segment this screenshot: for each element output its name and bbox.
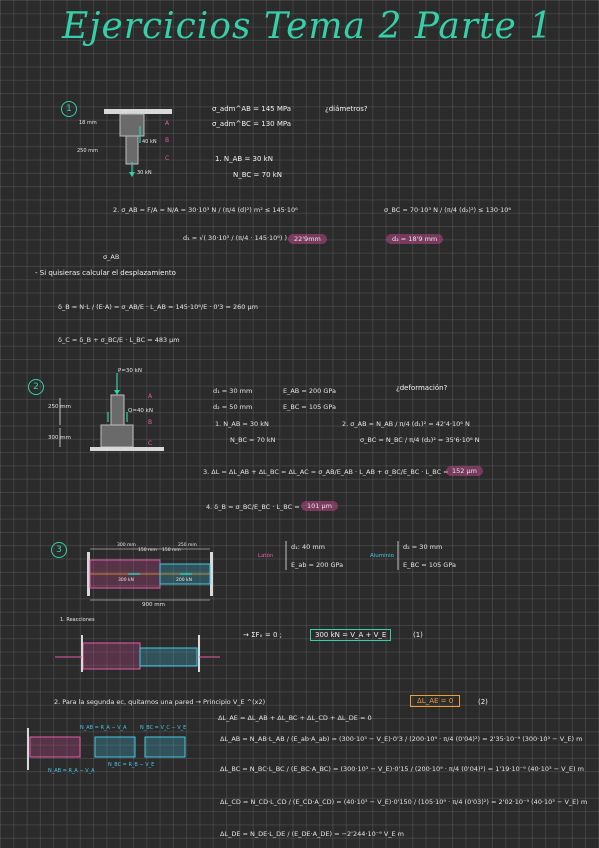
- exercise-2-number: 2: [28, 379, 44, 395]
- ex3-force-2: 200 kN: [176, 578, 192, 583]
- ex3-force-1: 300 kN: [118, 578, 134, 583]
- svg-text:A: A: [165, 120, 170, 127]
- ex3-dim-total: 900 mm: [142, 602, 165, 608]
- ex1-note: - Si quisieras calcular el desplazamient…: [35, 269, 176, 277]
- ex1-question: ¿diámetros?: [325, 105, 368, 113]
- ex3-freebody-3: N_AB = R_A − V_A: [48, 768, 95, 774]
- ex2-question: ¿deformación?: [396, 384, 448, 392]
- ex2-step2-bc: σ_BC = N_BC / π/4 (d₂)² = 35'6·10⁶ N: [360, 436, 480, 444]
- ex3-material-1-label: Latón: [258, 553, 274, 559]
- ex3-dim-d: 250 mm: [178, 543, 197, 548]
- ex1-dim-length: 250 mm: [77, 148, 98, 154]
- ex3-dim-c: 150 mm: [162, 548, 181, 553]
- ex3-deformation-de: ΔL_DE = N_DE·L_DE / (E_DE·A_DE) = −2'244…: [220, 830, 405, 838]
- ex1-step2: 2. σ_AB = F/A = N/A = 30·10³ N / (π/4 (d…: [113, 206, 298, 214]
- ex3-dim-b: 150 mm: [138, 548, 157, 553]
- ex2-step3-result: 152 μm: [446, 466, 483, 476]
- ex3-material-2-d: d₂ = 30 mm: [403, 543, 443, 551]
- ex3-material-1-e: E_ab = 200 GPa: [291, 561, 344, 569]
- ex2-step1-ab: 1. N_AB = 30 kN: [215, 420, 269, 428]
- ex3-equation-2-number: (2): [478, 698, 488, 706]
- ex1-step1-ab: 1. N_AB = 30 kN: [215, 155, 273, 163]
- ex1-step1-bc: N_BC = 70 kN: [233, 171, 283, 179]
- ex3-reactions-heading: 1. Reacciones: [60, 617, 95, 623]
- exercise-3-number: 3: [51, 542, 67, 558]
- ex3-deformation-cd: ΔL_CD = N_CD·L_CD / (E_CD·A_CD) = (40·10…: [220, 798, 588, 806]
- ex1-dim-upper: 18 mm: [79, 120, 97, 126]
- ex2-step1-bc: N_BC = 70 kN: [230, 436, 276, 444]
- svg-text:B: B: [165, 137, 169, 144]
- ex2-step4: 4. δ_B = σ_BC/E_BC · L_BC =: [206, 503, 300, 511]
- ex2-given-eab: E_AB = 200 GPa: [283, 387, 336, 395]
- ex1-d1-formula: d₁ = √( 30·10³ / (π/4 · 145·10⁶) ): [183, 234, 288, 242]
- ex2-force-p: P=30 kN: [118, 368, 142, 374]
- ex1-d1-result: 22'9mm: [288, 234, 327, 244]
- ex2-step3: 3. ΔL = ΔL_AB + ΔL_BC = ΔL_AC = σ_AB/E_A…: [203, 468, 449, 476]
- ex2-given-d2: d₂ = 50 mm: [213, 403, 253, 411]
- ex3-deformation-bc: ΔL_BC = N_BC·L_BC / (E_BC·A_BC) = (300·1…: [220, 765, 584, 773]
- ex3-material-1-d: d₁: 40 mm: [291, 543, 325, 551]
- ex1-delta-c: δ_C = δ_B + σ_BC/E · L_BC = 483 μm: [58, 336, 180, 344]
- ex3-freebody-1: N_AB = R_A − V_A: [80, 725, 127, 731]
- ex2-step2-ab: 2. σ_AB = N_AB / π/4 (d₁)² = 42'4·10⁶ N: [342, 420, 470, 428]
- ex1-given-bc: σ_adm^BC = 130 MPa: [212, 120, 292, 128]
- ex1-force-mid: 40 kN: [142, 139, 157, 145]
- ex2-given-d1: d₁ = 30 mm: [213, 387, 253, 395]
- ex2-step4-result: 101 μm: [301, 501, 338, 511]
- ex1-sigma-label: σ_AB: [103, 253, 120, 261]
- ex3-material-2-e: E_BC = 105 GPa: [403, 561, 456, 569]
- ex3-equilibrium-box: 300 kN = V_A + V_E: [310, 629, 392, 641]
- ex3-equation-1-number: (1): [413, 631, 423, 639]
- ex3-deformation-ab: ΔL_AB = N_AB·L_AB / (E_ab·A_ab) = (300·1…: [220, 735, 583, 743]
- page-title: Ejercicios Tema 2 Parte 1: [62, 6, 554, 47]
- ex1-delta-b: δ_B = N·L / (E·A) = σ_AB/E · L_AB = 145·…: [58, 303, 258, 311]
- ex3-freebody-4: N_BC = R_B − V_E: [108, 762, 155, 768]
- svg-text:B: B: [148, 419, 152, 426]
- exercise-1-number: 1: [61, 101, 77, 117]
- svg-text:A: A: [148, 393, 153, 400]
- svg-text:C: C: [148, 440, 152, 447]
- ex2-given-ebc: E_BC = 105 GPa: [283, 403, 336, 411]
- ex2-height-lower: 300 mm: [48, 435, 71, 441]
- ex1-given-ab: σ_adm^AB = 145 MPa: [212, 105, 292, 113]
- ex2-force-q: Q=40 kN: [128, 408, 153, 414]
- ex3-sum-deformations: ΔL_AE = ΔL_AB + ΔL_BC + ΔL_CD + ΔL_DE = …: [218, 714, 372, 722]
- svg-text:C: C: [165, 155, 169, 162]
- ex2-height-upper: 250 mm: [48, 404, 71, 410]
- ex3-sum-forces: → ΣFₓ = 0 ;: [243, 631, 282, 639]
- ex1-d2-result: d₂ = 18'9 mm: [386, 234, 444, 244]
- ex1-force-end: 30 kN: [137, 170, 152, 176]
- ex3-freebody-2: N_BC = V_C − V_E: [140, 725, 187, 731]
- ex3-dim-a: 300 mm: [117, 543, 136, 548]
- ex1-step2-right: σ_BC = 70·10³ N / (π/4 (d₂)²) ≤ 130·10⁶: [384, 206, 512, 214]
- ex3-step2: 2. Para la segunda ec, quitamos una pare…: [54, 698, 266, 706]
- ex3-material-2-label: Aluminio: [370, 553, 395, 559]
- ex3-compat-box: ΔL_AE = 0: [410, 695, 461, 707]
